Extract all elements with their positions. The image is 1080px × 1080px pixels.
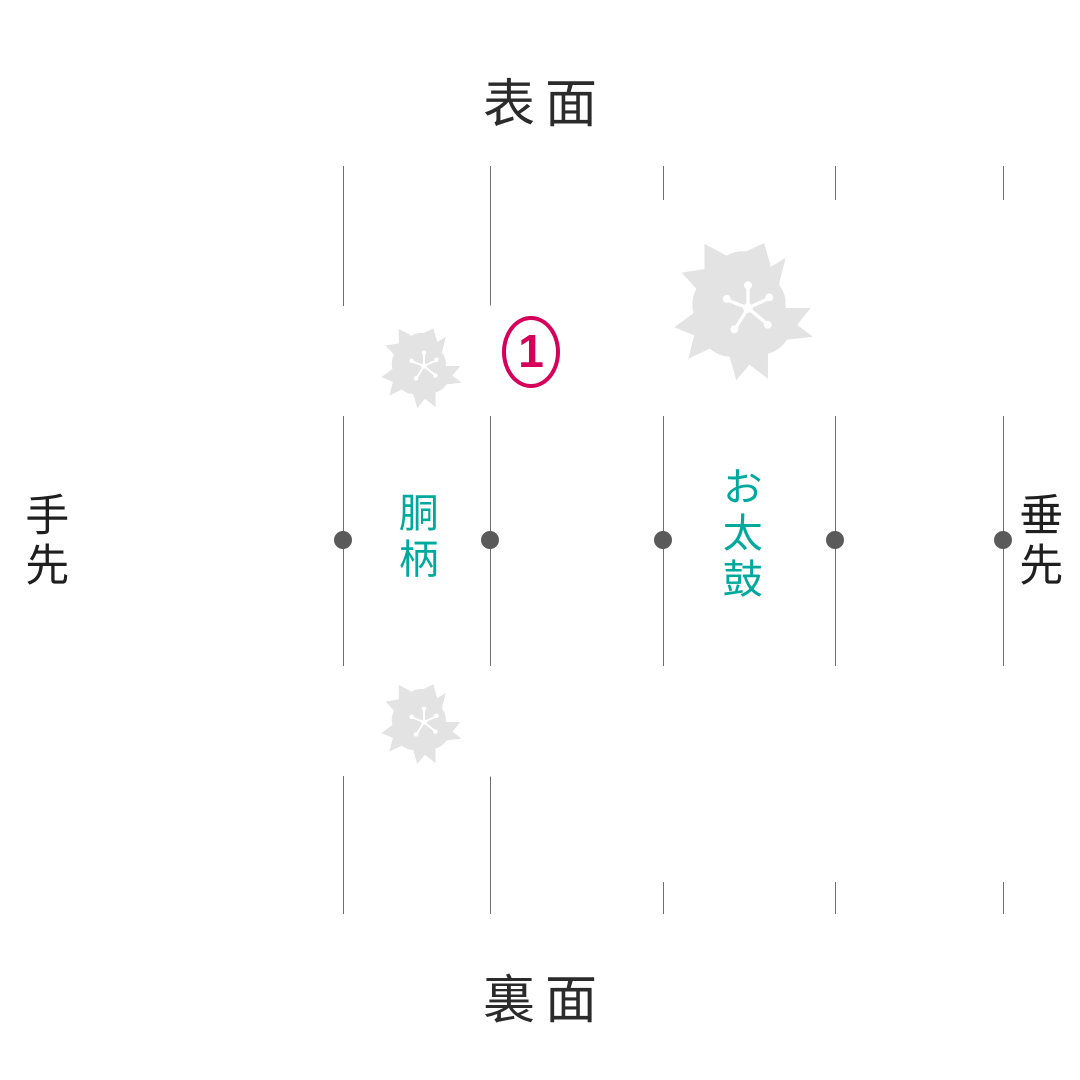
marker-number: 1 [518,325,544,377]
marker-1[interactable]: 1 [502,316,560,388]
obi-back-panel [40,666,1044,882]
guide-dot-1 [334,531,352,549]
sakura-blossom-icon [378,678,470,766]
label-tesaki: 手先 [18,492,68,592]
label-otaiko: お太鼓 [716,466,762,604]
label-taresaki: 垂先 [1012,492,1062,592]
label-dougara: 胴柄 [392,492,438,584]
marker-circle-outline [502,316,560,388]
sakura-blossom-icon [378,322,470,410]
guide-dot-2 [481,531,499,549]
sakura-blossom-icon [668,232,828,384]
guide-dot-3 [654,531,672,549]
guide-dot-4 [826,531,844,549]
front-face-label: 表面 [482,77,607,134]
guide-dot-5 [994,531,1012,549]
back-face-label: 裏面 [482,973,607,1030]
